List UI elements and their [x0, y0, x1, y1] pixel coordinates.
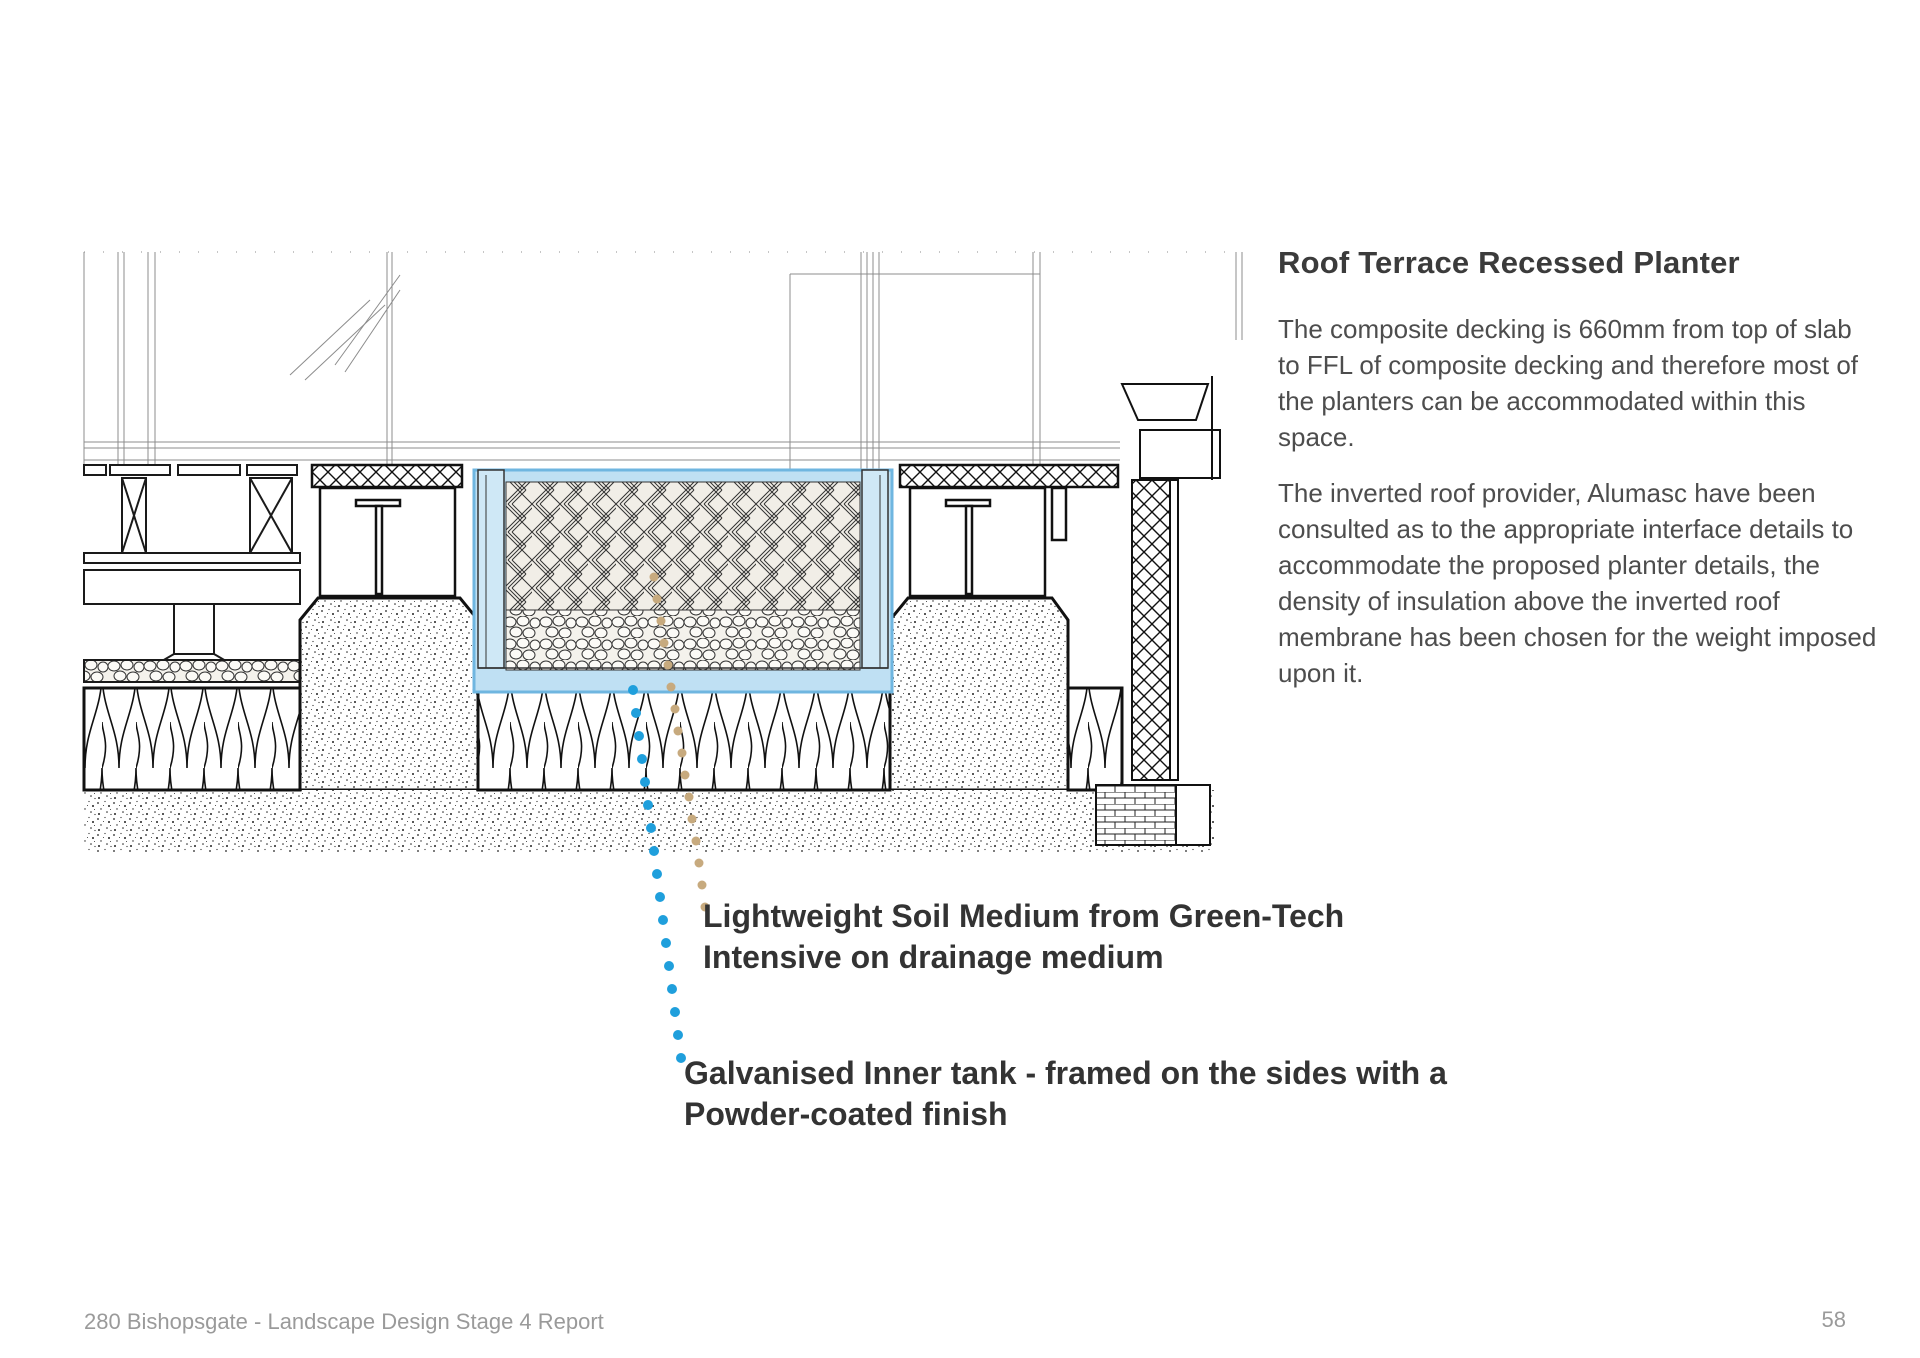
screed-layers	[84, 596, 1214, 852]
soil-callout-line1: Lightweight Soil Medium from Green-Tech	[703, 898, 1345, 934]
left-decking	[83, 464, 301, 683]
roof-provider-paragraph: The inverted roof provider, Alumasc have…	[1278, 478, 1877, 688]
background-frame-lines	[83, 251, 1243, 470]
decking-boxes	[310, 463, 1120, 598]
panel-title: Roof Terrace Recessed Planter	[1278, 245, 1740, 280]
soil-medium-callout: Lightweight Soil Medium from Green-Tech …	[703, 896, 1344, 978]
soil-callout-line2: Intensive on drainage medium	[703, 939, 1164, 975]
footer-report-title: 280 Bishopsgate - Landscape Design Stage…	[84, 1309, 604, 1334]
tank-callout-line2: Powder-coated finish	[684, 1096, 1008, 1132]
tank-callout-line1: Galvanised Inner tank - framed on the si…	[684, 1055, 1447, 1091]
decking-paragraph: The composite decking is 660mm from top …	[1278, 314, 1858, 452]
tank-leader-dots	[628, 685, 686, 1063]
description-panel: Roof Terrace Recessed Planter The compos…	[1278, 245, 1878, 711]
planter-tank	[472, 468, 894, 694]
inner-tank-callout: Galvanised Inner tank - framed on the si…	[684, 1053, 1447, 1135]
soil-leader-dots	[649, 572, 710, 912]
right-facade	[1095, 376, 1221, 846]
page-number: 58	[1821, 1307, 1846, 1332]
